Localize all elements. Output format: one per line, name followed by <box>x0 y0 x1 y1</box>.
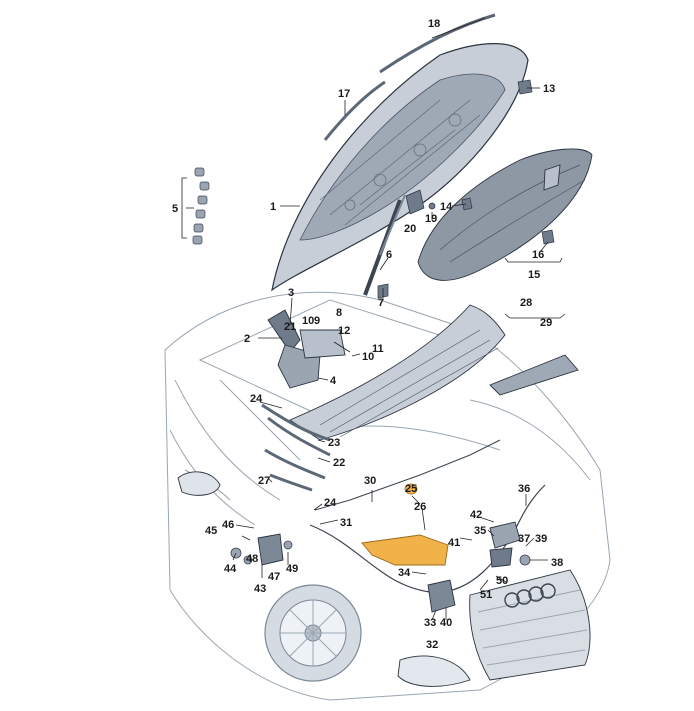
callout-33: 33 <box>424 617 436 629</box>
highlighted-clip-25 <box>404 483 418 495</box>
cowl-seals <box>261 403 331 492</box>
callout-27: 27 <box>258 475 270 487</box>
callout-51: 51 <box>480 589 492 601</box>
callout-labels: 18 17 13 5 1 14 19 20 16 15 6 7 3 28 29 … <box>172 18 563 651</box>
callout-42: 42 <box>470 509 482 521</box>
bolt-19 <box>428 202 436 210</box>
callout-39: 39 <box>535 533 547 545</box>
cable-main <box>314 439 501 511</box>
callout-16: 16 <box>532 249 544 261</box>
callout-44: 44 <box>224 563 237 575</box>
fastener-group-5 <box>192 167 210 245</box>
clip-14 <box>461 197 473 211</box>
callout-11: 11 <box>372 343 384 355</box>
callout-47: 47 <box>268 571 280 583</box>
hood-panel <box>271 43 529 292</box>
callout-24-lower: 24 <box>324 497 337 509</box>
brand-rings-logo <box>504 583 556 608</box>
callout-19: 19 <box>425 213 437 225</box>
side-mirror <box>177 471 221 496</box>
hood-hinge-assembly <box>267 309 346 389</box>
callout-4: 4 <box>330 375 337 387</box>
callout-34: 34 <box>398 567 411 579</box>
callout-37: 37 <box>518 533 530 545</box>
callout-2: 2 <box>244 333 250 345</box>
buffer-13 <box>517 79 533 95</box>
cowl-panel <box>289 304 579 441</box>
callout-10b: 10 <box>362 351 374 363</box>
callout-41: 41 <box>448 537 460 549</box>
small-fasteners <box>377 79 555 299</box>
hood-gas-strut <box>363 194 406 296</box>
callout-40: 40 <box>440 617 452 629</box>
bracket-20 <box>405 189 425 215</box>
callout-5: 5 <box>172 203 178 215</box>
callout-14: 14 <box>440 201 453 213</box>
callout-48: 48 <box>246 553 258 565</box>
front-grille <box>469 569 591 681</box>
callout-46: 46 <box>222 519 234 531</box>
callout-36: 36 <box>518 483 530 495</box>
callout-7: 7 <box>378 297 384 309</box>
callout-13: 13 <box>543 83 555 95</box>
callout-50: 50 <box>496 575 508 587</box>
leader-lines <box>181 17 566 621</box>
callout-23: 23 <box>328 437 340 449</box>
callout-8: 8 <box>336 307 342 319</box>
release-cable <box>309 484 546 593</box>
callout-45: 45 <box>205 525 217 537</box>
hood-insulation-mat <box>417 148 593 281</box>
callout-38: 38 <box>551 557 563 569</box>
callout-32: 32 <box>426 639 438 651</box>
callout-12: 12 <box>338 325 350 337</box>
callout-6: 6 <box>386 249 392 261</box>
callout-10: 10 <box>302 315 314 327</box>
callout-9: 9 <box>314 315 320 327</box>
callout-49: 49 <box>286 563 298 575</box>
callout-15: 15 <box>528 269 540 281</box>
callout-43: 43 <box>254 583 266 595</box>
callout-3: 3 <box>288 287 294 299</box>
callout-29: 29 <box>540 317 552 329</box>
callout-25: 25 <box>405 483 417 495</box>
hood-seal-front <box>323 80 386 141</box>
callout-20: 20 <box>404 223 416 235</box>
callout-31: 31 <box>340 517 352 529</box>
callout-35: 35 <box>474 525 486 537</box>
clip-16 <box>541 229 555 245</box>
callout-17: 17 <box>338 88 350 100</box>
front-wheel <box>264 584 362 682</box>
callout-24-upper: 24 <box>250 393 263 405</box>
highlighted-cover-plate <box>361 483 449 566</box>
callout-22: 22 <box>333 457 345 469</box>
release-lever-group <box>230 533 293 566</box>
callout-1: 1 <box>270 201 276 213</box>
callout-21: 21 <box>284 321 296 333</box>
callout-30: 30 <box>364 475 376 487</box>
callout-18: 18 <box>428 18 440 30</box>
callout-26: 26 <box>414 501 426 513</box>
headlight <box>397 655 471 687</box>
callout-28: 28 <box>520 297 532 309</box>
